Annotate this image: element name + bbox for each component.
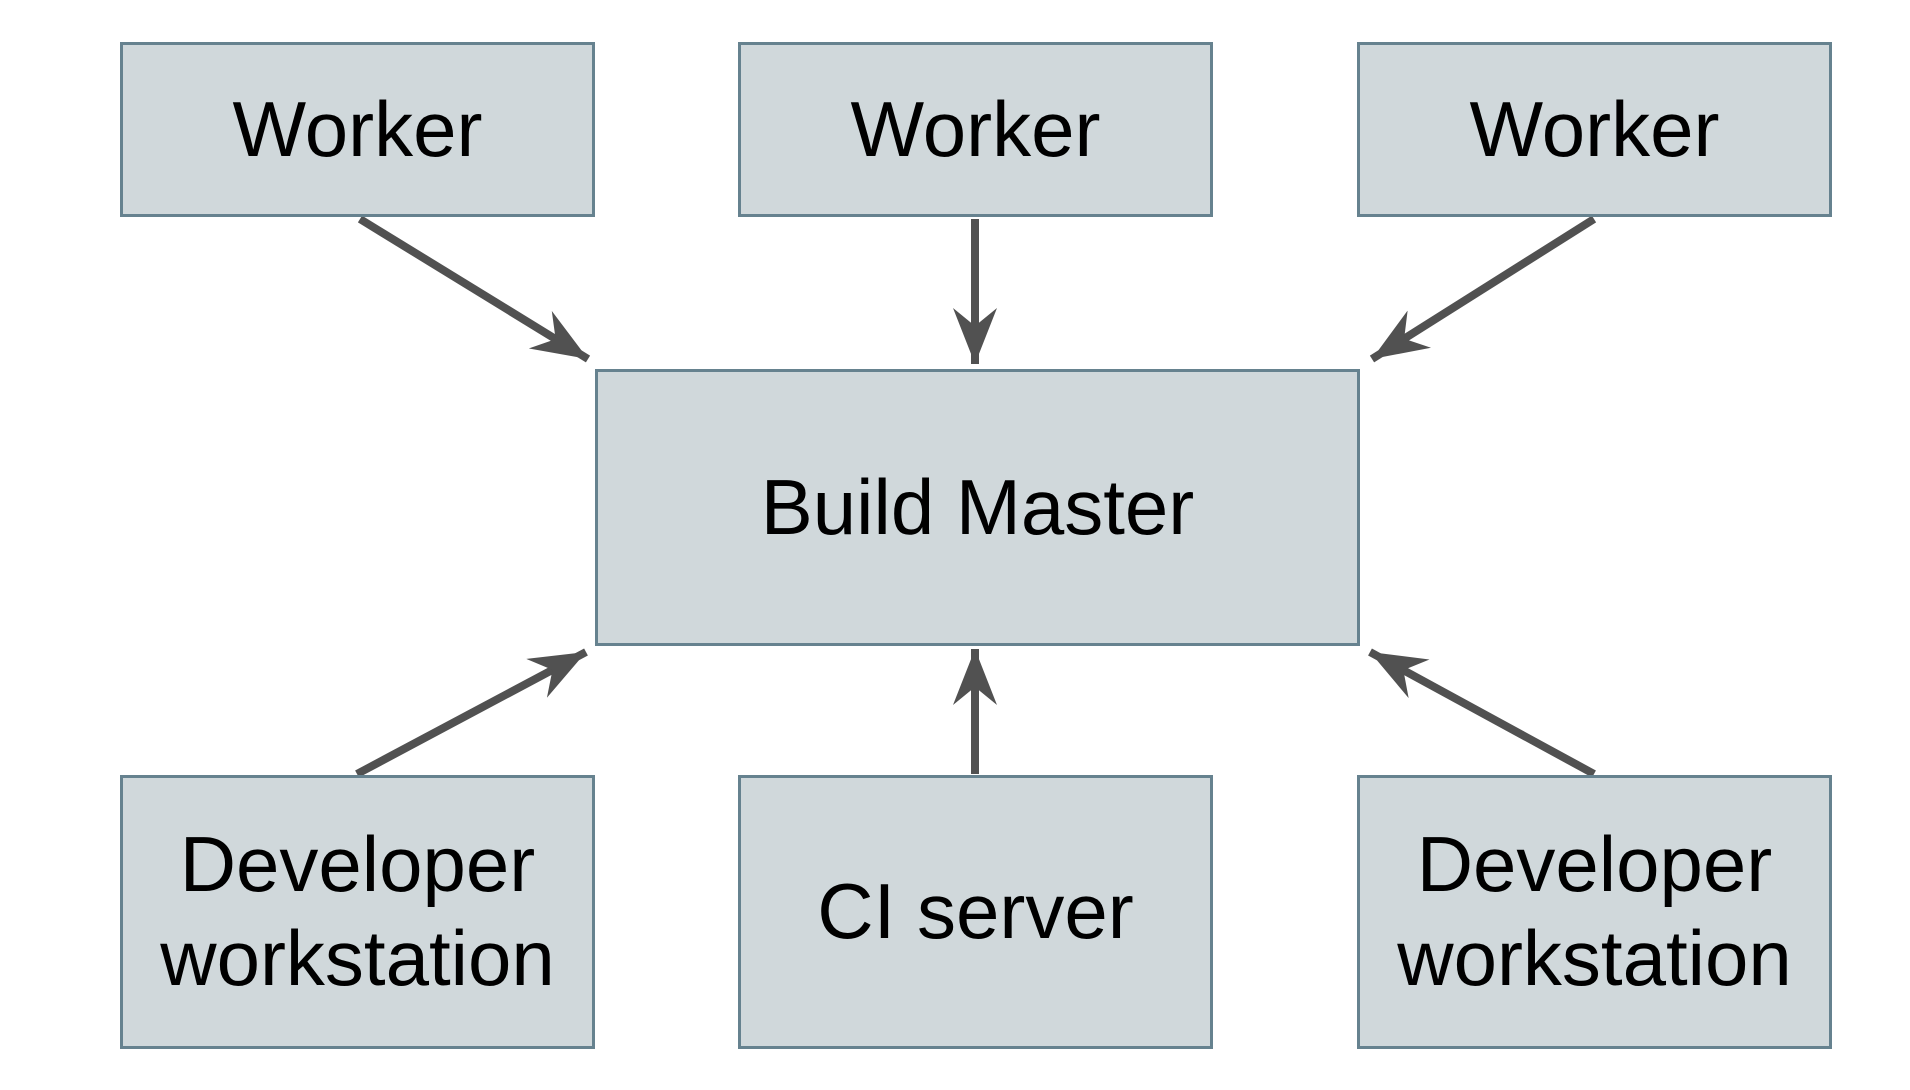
arrow-developer-workstation-right-to-build-master	[1368, 648, 1596, 778]
node-ci-server-label: CI server	[817, 867, 1134, 956]
node-worker-1-label: Worker	[232, 84, 483, 173]
node-developer-workstation-right-label: Developer workstation	[1397, 820, 1792, 1002]
node-developer-workstation-right: Developer workstation	[1357, 775, 1832, 1049]
node-developer-workstation-left-label: Developer workstation	[160, 820, 555, 1002]
node-worker-3: Worker	[1357, 42, 1832, 217]
node-ci-server: CI server	[738, 775, 1213, 1049]
arrow-worker-1-to-build-master	[357, 215, 591, 363]
node-worker-1: Worker	[120, 42, 595, 217]
node-worker-2-label: Worker	[850, 84, 1101, 173]
arrow-worker-3-to-build-master	[1369, 215, 1597, 363]
node-developer-workstation-left: Developer workstation	[120, 775, 595, 1049]
node-build-master-label: Build Master	[760, 462, 1195, 551]
node-worker-2: Worker	[738, 42, 1213, 217]
arrow-developer-workstation-left-to-build-master	[355, 648, 588, 778]
node-build-master: Build Master	[595, 369, 1360, 646]
node-worker-3-label: Worker	[1469, 84, 1720, 173]
